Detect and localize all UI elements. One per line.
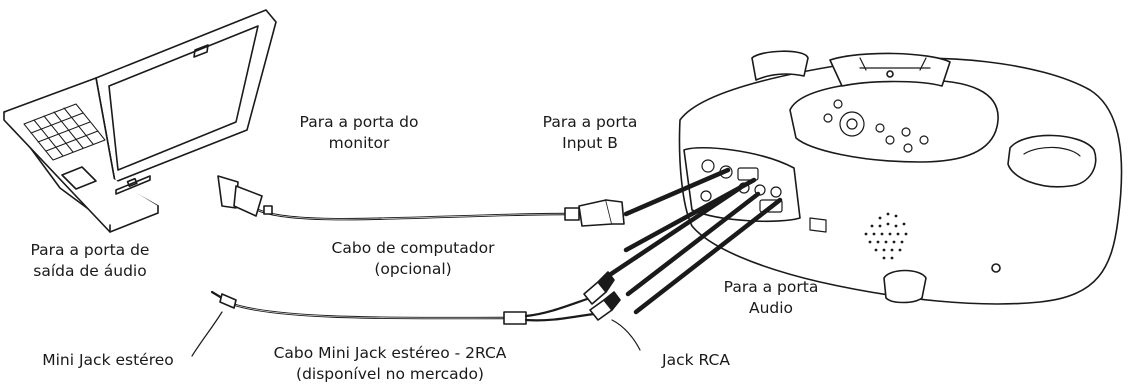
control-buttons [823, 99, 929, 153]
mini-jack-cable [210, 271, 621, 325]
keyboard [23, 103, 106, 161]
mini-jack-cable-label: Cabo Mini Jack estéreo - 2RCA (disponíve… [240, 343, 540, 385]
projector-illustration [678, 50, 1123, 305]
rca-jack-label: Jack RCA [662, 351, 730, 369]
monitor-port-label-line1: Para a porta do [299, 113, 419, 131]
input-b-label-line2: Input B [562, 134, 618, 152]
audio-out-label-line2: saída de áudio [33, 262, 147, 280]
connector-ports [700, 159, 783, 213]
callout-lines [191, 311, 641, 357]
laptop-illustration [3, 9, 277, 233]
computer-cable-label-line1: Cabo de computador [331, 239, 495, 257]
monitor-port-label-line2: monitor [328, 134, 390, 152]
mini-jack-cable-label-line1: Cabo Mini Jack estéreo - 2RCA [273, 344, 507, 362]
mini-jack-label: Mini Jack estéreo [42, 351, 174, 369]
audio-port-label-line1: Para a porta [723, 278, 819, 296]
audio-out-label-line1: Para a porta de [30, 241, 150, 259]
audio-port-label-line2: Audio [748, 299, 794, 317]
speaker-grille [864, 212, 908, 260]
insertion-arrows [605, 167, 783, 315]
audio-port-label: Para a porta Audio [696, 277, 846, 319]
computer-cable [217, 175, 625, 227]
audio-out-label: Para a porta de saída de áudio [0, 240, 180, 282]
computer-cable-label: Cabo de computador (opcional) [300, 238, 526, 280]
mini-jack-cable-label-line2: (disponível no mercado) [296, 365, 484, 383]
computer-cable-label-line2: (opcional) [374, 260, 452, 278]
monitor-port-label: Para a porta do monitor [268, 112, 450, 154]
input-b-label: Para a porta Input B [520, 112, 660, 154]
input-b-label-line1: Para a porta [542, 113, 638, 131]
